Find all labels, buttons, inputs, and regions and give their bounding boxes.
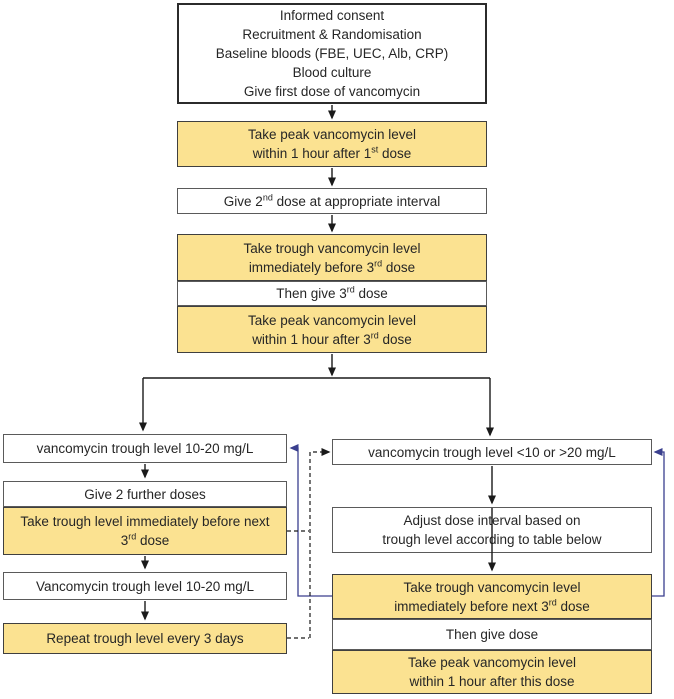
box-line: Take trough vancomycin level [403,579,581,595]
box-trough-before-next-3rd-dose-left: Take trough level immediately before nex… [3,507,287,555]
box-give-2nd-dose: Give 2nd dose at appropriate interval [177,188,487,214]
box-line: Repeat trough level every 3 days [46,631,244,646]
box-line: within 1 hour after 3rd dose [252,330,412,347]
box-line: Vancomycin trough level 10-20 mg/L [35,578,255,594]
box-line: Informed consent [279,8,385,23]
box-trough-before-3rd-dose: Take trough vancomycin level immediately… [177,234,487,281]
box-line: within 1 hour after 1st dose [252,144,412,161]
box-line: Take trough vancomycin level [243,240,421,256]
box-line: Give first dose of vancomycin [243,84,421,99]
box-trough-out-of-range: vancomycin trough level <10 or >20 mg/L [332,439,652,465]
box-line: immediately before 3rd dose [248,258,416,275]
box-line: Take peak vancomycin level [407,655,577,670]
box-line: Give 2nd dose at appropriate interval [223,192,441,209]
box-line: immediately before next 3rd dose [394,597,590,614]
box-line: vancomycin trough level 10-20 mg/L [36,441,254,456]
box-trough-in-range-again: Vancomycin trough level 10-20 mg/L [3,572,287,600]
box-adjust-dose-interval: Adjust dose interval based on trough lev… [332,507,652,553]
dashed-to-out-of-range [309,448,331,638]
box-line: trough level according to table below [382,532,602,547]
box-line: Take peak vancomycin level [247,127,417,142]
box-line: Give 2 further doses [84,486,206,502]
box-line: Adjust dose interval based on [403,513,581,528]
box-peak-after-this-dose: Take peak vancomycin level within 1 hour… [332,650,652,694]
feedback-right-stack-to-in-range [289,444,332,597]
box-line: Take trough level immediately before nex… [20,514,270,529]
box-line: Then give 3rd dose [276,284,388,301]
box-informed-consent: Informed consent Recruitment & Randomisa… [177,3,487,104]
box-line: Recruitment & Randomisation [242,27,422,42]
box-give-2-further-doses: Give 2 further doses [3,481,287,507]
box-line: within 1 hour after this dose [409,674,575,689]
box-peak-after-3rd-dose: Take peak vancomycin level within 1 hour… [177,306,487,353]
box-trough-before-next-3rd-dose-right: Take trough vancomycin level immediately… [332,574,652,619]
box-then-give-dose: Then give dose [332,619,652,650]
feedback-right-stack-to-out-of-range [652,448,665,597]
box-line: Take peak vancomycin level [247,312,417,328]
box-line: Baseline bloods (FBE, UEC, Alb, CRP) [215,46,449,61]
box-line: Blood culture [292,65,372,80]
box-line: vancomycin trough level <10 or >20 mg/L [368,444,616,460]
box-then-give-3rd-dose: Then give 3rd dose [177,281,487,306]
box-line: Then give dose [445,627,539,642]
box-line: 3rd dose [120,531,170,548]
box-repeat-trough-every-3-days: Repeat trough level every 3 days [3,623,287,654]
box-peak-level-after-1st-dose: Take peak vancomycin level within 1 hour… [177,121,487,167]
box-trough-in-range: vancomycin trough level 10-20 mg/L [3,434,287,463]
